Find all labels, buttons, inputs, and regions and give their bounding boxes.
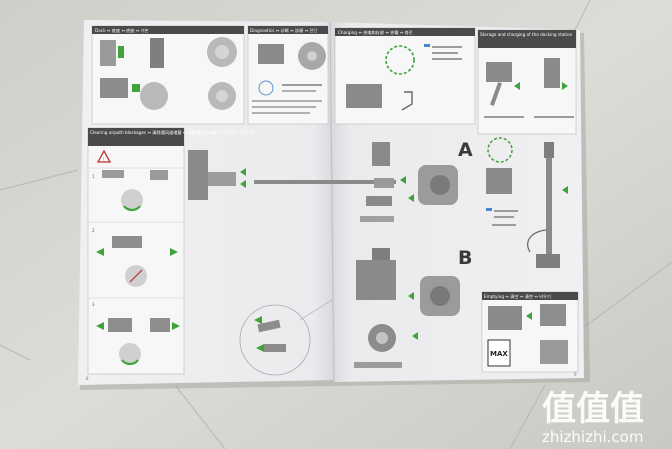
left-page-number: 8 xyxy=(86,376,89,381)
docking-station-illustration xyxy=(486,137,568,268)
step-number-2: 2 xyxy=(92,228,95,233)
panel-storage-docking: Storage and charging of the docking stat… xyxy=(477,29,577,135)
spine xyxy=(329,21,335,383)
panel-diagnostics: Diagnostics ↔ 诊断 ↔ 診斷 ↔ 진단 xyxy=(247,25,329,125)
panel-emptying: Emptying ↔ 清空 ↔ 清空 ↔ 비우기 MAX xyxy=(481,291,579,373)
step-number-3: 3 xyxy=(92,302,95,307)
option-label-b: B xyxy=(458,247,472,269)
panel-dock: Dock ↔ 底座 ↔ 底座 ↔ 기본 xyxy=(91,25,245,125)
step-number-1: 1 xyxy=(92,174,95,179)
panel-title-charging: Charging ↔ 充电和存放 ↔ 充電 ↔ 충전 xyxy=(338,29,413,36)
watermark-url: zhizhizhi.com xyxy=(542,428,643,446)
panel-title-storage: Storage and charging of the docking stat… xyxy=(480,32,573,37)
warning-icon xyxy=(96,149,112,163)
option-label-a: A xyxy=(458,139,473,161)
panel-title-dock: Dock ↔ 底座 ↔ 底座 ↔ 기본 xyxy=(95,27,149,34)
svg-text:!: ! xyxy=(103,157,105,162)
right-wand-illustration xyxy=(334,142,460,368)
right-page-number: 9 xyxy=(574,372,577,377)
panel-title-clearing: Clearing airpath blockages ↔ 清除通风道堵塞 ↔ 清… xyxy=(90,129,257,136)
watermark: 值值值 zhizhizhi.com xyxy=(542,389,644,446)
max-fill-label: MAX xyxy=(490,350,508,358)
watermark-logo-text: 值值值 xyxy=(542,389,644,429)
left-wand-illustration xyxy=(188,150,334,376)
panel-title-emptying: Emptying ↔ 清空 ↔ 清空 ↔ 비우기 xyxy=(484,293,551,300)
panel-title-diagnostics: Diagnostics ↔ 诊断 ↔ 診斷 ↔ 진단 xyxy=(250,27,317,34)
panel-charging: Charging ↔ 充电和存放 ↔ 充電 ↔ 충전 xyxy=(334,27,476,125)
panel-clearing-blockages: Clearing airpath blockages ↔ 清除通风道堵塞 ↔ 清… xyxy=(87,127,257,375)
